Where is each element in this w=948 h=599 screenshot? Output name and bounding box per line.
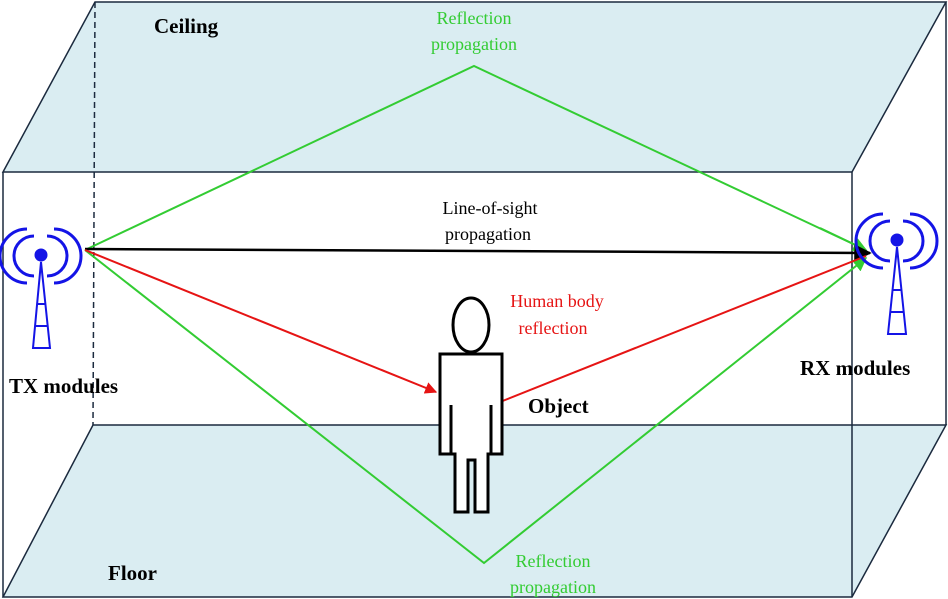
line-of-sight-path — [84, 244, 872, 262]
los-label-line1: Line-of-sight — [443, 198, 538, 218]
ceiling-label: Ceiling — [154, 14, 219, 38]
tx-label: TX modules — [9, 374, 118, 398]
ceiling-reflection-path — [84, 64, 867, 251]
los-label-line2: propagation — [445, 224, 531, 244]
human-incident-path — [84, 249, 438, 394]
box-hidden-back-edge — [92, 1, 96, 426]
ceiling-reflection-label-line2: propagation — [431, 34, 517, 54]
floor-label: Floor — [108, 561, 157, 585]
floor-reflection-path — [84, 249, 868, 565]
human-reflection-label-line1: Human body — [510, 291, 604, 311]
person-figure-icon — [438, 296, 504, 514]
rx-antenna-icon — [854, 212, 939, 335]
floor-reflection-label-line1: Reflection — [516, 551, 591, 571]
tx-antenna-icon — [0, 227, 83, 349]
floor-reflection-label-line2: propagation — [510, 577, 596, 597]
object-label: Object — [528, 394, 589, 418]
human-reflected-path — [499, 255, 867, 403]
human-reflection-label-line2: reflection — [519, 318, 588, 338]
ceiling-reflection-label-line1: Reflection — [437, 8, 512, 28]
rx-label: RX modules — [800, 356, 910, 380]
